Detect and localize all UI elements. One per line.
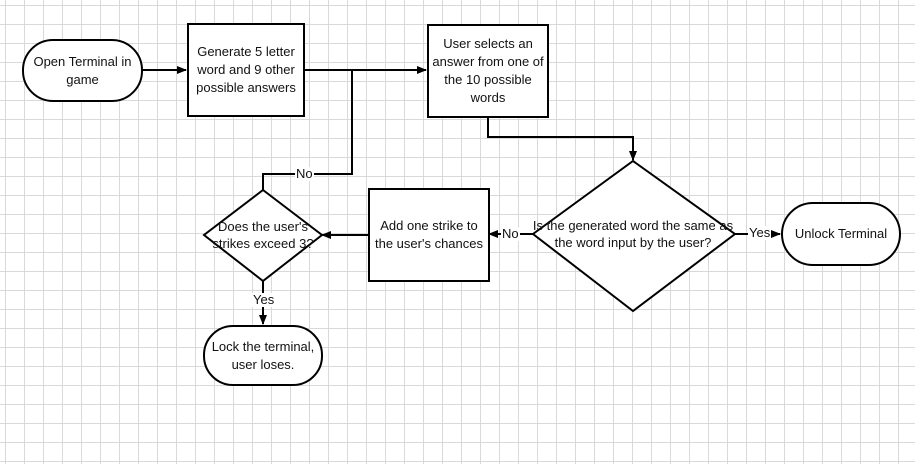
node-select-shape[interactable] xyxy=(427,24,549,118)
node-unlock-shape[interactable] xyxy=(781,202,901,266)
node-check-word-label: Is the generated word the same as the wo… xyxy=(532,218,734,250)
edge-label-check-strikes-yes: Yes xyxy=(252,292,276,307)
node-start-label: Open Terminal in game xyxy=(33,53,132,87)
edge-label-check-word-yes: Yes xyxy=(748,225,772,240)
node-lose-label: Lock the terminal, user loses. xyxy=(211,338,315,372)
node-check-strikes-label: Does the user's strikes exceed 3? xyxy=(212,219,314,251)
node-check-word-shape[interactable] xyxy=(531,159,737,313)
node-unlock-label: Unlock Terminal xyxy=(794,226,888,241)
edge-label-check-strikes-no: No xyxy=(295,166,314,181)
edge-select-to-check-word xyxy=(487,117,637,161)
node-add-strike-shape[interactable] xyxy=(368,188,490,282)
node-lose-shape[interactable] xyxy=(203,325,323,386)
node-generate-shape[interactable] xyxy=(187,23,305,117)
edge-label-check-word-no: No xyxy=(501,226,520,241)
node-add-strike-label: Add one strike to the user's chances xyxy=(375,218,483,251)
node-start-shape[interactable] xyxy=(22,39,143,102)
node-generate-label: Generate 5 letter word and 9 other possi… xyxy=(196,44,296,95)
node-select-label: User selects an answer from one of the 1… xyxy=(432,36,544,105)
node-check-strikes-shape[interactable] xyxy=(202,188,324,283)
